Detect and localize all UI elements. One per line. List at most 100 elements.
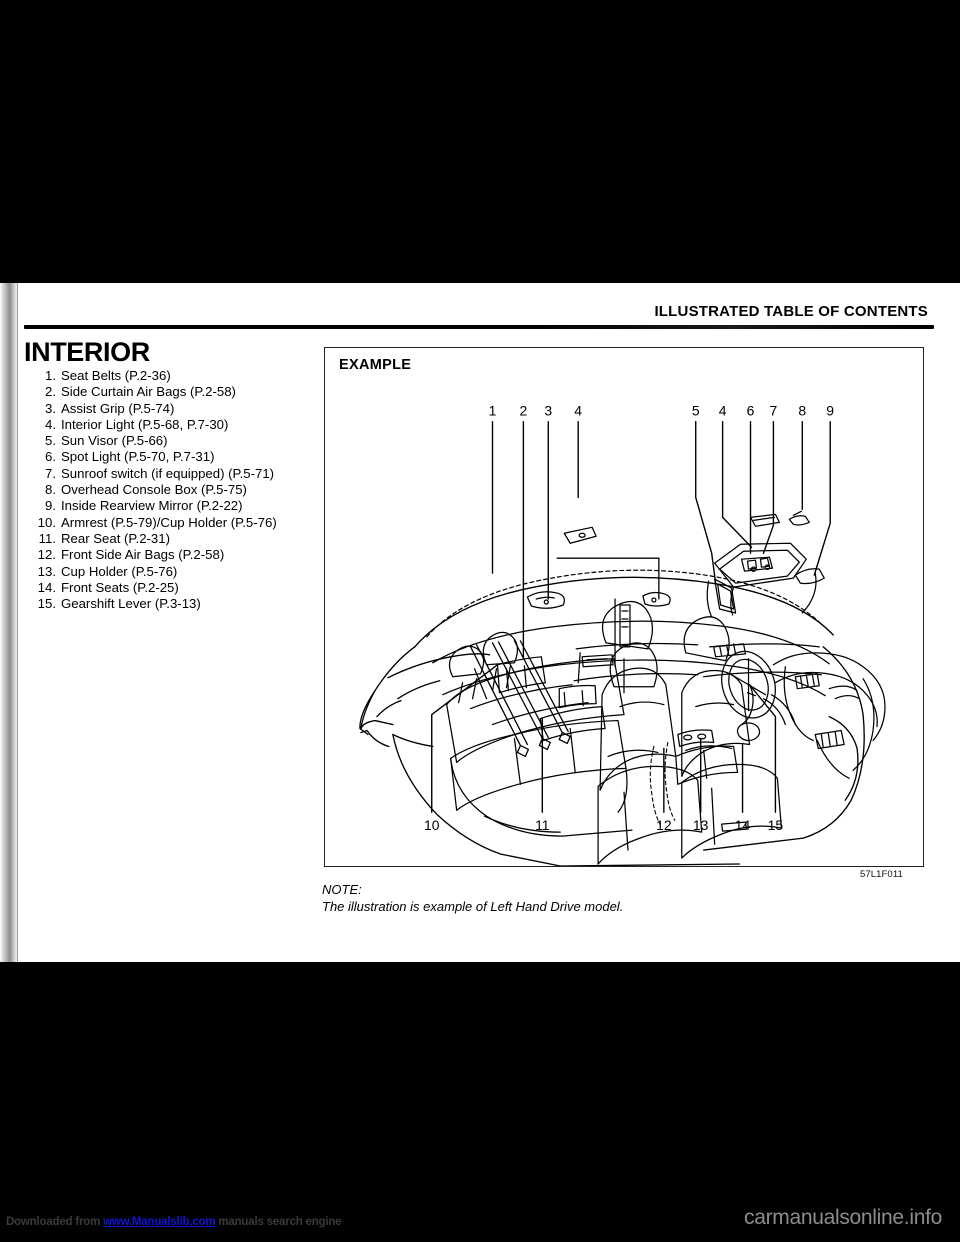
front-seats: [597, 600, 783, 865]
list-item-number: 9.: [45, 498, 56, 514]
list-item-number: 4.: [45, 416, 56, 432]
page-header-title: ILLUSTRATED TABLE OF CONTENTS: [654, 303, 928, 320]
list-item[interactable]: 7. Sunroof switch (if equipped) (P.5-71): [26, 466, 316, 482]
callout-label: 10: [424, 817, 440, 833]
figure-example-label: EXAMPLE: [339, 357, 412, 373]
callout-label: 4: [574, 403, 582, 419]
list-item[interactable]: 12. Front Side Air Bags (P.2-58): [26, 547, 316, 563]
rear-seat: [446, 631, 633, 837]
list-item[interactable]: 15. Gearshift Lever (P.3-13): [26, 596, 316, 612]
list-item-label: Sunroof switch (if equipped) (P.5-71): [61, 465, 275, 481]
figure-reference-code: 57L1F011: [860, 869, 903, 880]
callout-label: 9: [826, 403, 834, 419]
list-item-label: Seat Belts (P.2-36): [61, 368, 171, 383]
callout-label: 2: [520, 403, 528, 419]
list-item-number: 11.: [38, 530, 56, 546]
site-watermark: carmanualsonline.info: [744, 1206, 942, 1229]
interior-contents-list: 1. Seat Belts (P.2-36) 2. Side Curtain Air…: [26, 368, 316, 612]
list-item-number: 10.: [37, 514, 56, 530]
side-curtain-airbag-dashed: [426, 569, 822, 638]
callout-label: 4: [719, 403, 727, 419]
note-body: The illustration is example of Left Hand…: [322, 899, 624, 914]
list-item[interactable]: 13. Cup Holder (P.5-76): [26, 564, 316, 580]
list-item-number: 8.: [45, 482, 56, 498]
list-item-label: Front Seats (P.2-25): [61, 579, 179, 595]
front-center-console: [675, 745, 739, 785]
book-binding-edge-line: [17, 283, 18, 962]
list-item-label: Overhead Console Box (P.5-75): [61, 482, 247, 498]
list-item-number: 7.: [45, 465, 56, 481]
list-item-label: Sun Visor (P.5-66): [61, 433, 168, 449]
download-watermark: Downloaded from www.Manualslib.com manua…: [6, 1216, 342, 1228]
front-door-trim: [703, 643, 822, 678]
assist-grip-part: [563, 526, 597, 544]
callout-label: 8: [798, 403, 806, 419]
rear-door-trim-left: [573, 642, 699, 684]
list-item-number: 5.: [45, 433, 56, 449]
list-item[interactable]: 8. Overhead Console Box (P.5-75): [26, 482, 316, 498]
list-item-number: 3.: [45, 400, 56, 416]
note-label: NOTE:: [322, 882, 362, 897]
list-item[interactable]: 2. Side Curtain Air Bags (P.2-58): [26, 384, 316, 400]
list-item-number: 15.: [37, 596, 56, 612]
list-item-label: Armrest (P.5-79)/Cup Holder (P.5-76): [61, 514, 277, 530]
seat-belt-straps: [469, 640, 571, 758]
callout-label: 3: [544, 403, 552, 419]
callout-label: 13: [693, 817, 709, 833]
watermark-prefix: Downloaded from: [6, 1216, 104, 1228]
manual-page-sheet: ILLUSTRATED TABLE OF CONTENTS INTERIOR 1…: [0, 283, 960, 962]
list-item-label: Spot Light (P.5-70, P.7-31): [61, 449, 215, 465]
car-interior-illustration: 1 2 3 4 5 4 6 7 8 9 10 11 12 13 14 15: [359, 403, 886, 866]
list-item-number: 2.: [45, 384, 56, 400]
callout-label: 14: [735, 817, 751, 833]
front-dash-left-vents: [713, 643, 747, 658]
list-item-number: 13.: [37, 563, 56, 579]
headliner-bracket: [556, 557, 660, 600]
watermark-suffix: manuals search engine: [215, 1216, 342, 1228]
list-item-number: 6.: [45, 449, 56, 465]
note-block: NOTE: The illustration is example of Lef…: [322, 881, 623, 915]
list-item-label: Cup Holder (P.5-76): [61, 563, 178, 579]
roof-fittings: [526, 591, 671, 609]
example-figure-panel: EXAMPLE: [324, 347, 924, 867]
list-item[interactable]: 3. Assist Grip (P.5-74): [26, 401, 316, 417]
callout-label: 7: [770, 403, 778, 419]
list-item-label: Interior Light (P.5-68, P.7-30): [61, 416, 229, 432]
steering-wheel: [721, 650, 796, 726]
page-title: INTERIOR: [24, 337, 150, 367]
list-item[interactable]: 1. Seat Belts (P.2-36): [26, 368, 316, 384]
overhead-console-detail: [706, 510, 825, 618]
list-item[interactable]: 14. Front Seats (P.2-25): [26, 580, 316, 596]
leader-lines-top-left: [491, 421, 579, 659]
callout-label: 1: [489, 403, 497, 419]
list-item-number: 1.: [45, 368, 56, 383]
rear-center-console: [539, 684, 606, 742]
list-item-number: 12.: [37, 547, 56, 563]
list-item[interactable]: 4. Interior Light (P.5-68, P.7-30): [26, 417, 316, 433]
callout-label: 11: [535, 817, 550, 833]
list-item[interactable]: 9.Inside Rearview Mirror (P.2-22): [26, 498, 316, 514]
watermark-link[interactable]: www.Manualslib.com: [103, 1216, 216, 1228]
callout-label: 6: [747, 403, 755, 419]
leader-lines-bottom: [431, 664, 777, 813]
front-cup-holder: [677, 729, 715, 748]
front-side-airbag-dashed: [649, 741, 676, 825]
list-item[interactable]: 5. Sun Visor (P.5-66): [26, 433, 316, 449]
list-item[interactable]: 11.Rear Seat (P.2-31): [26, 531, 316, 547]
list-item[interactable]: 10. Armrest (P.5-79)/Cup Holder (P.5-76): [26, 515, 316, 531]
callout-labels: 1 2 3 4 5 4 6 7 8 9 10 11 12 13 14 15: [424, 403, 834, 833]
list-item-label: Assist Grip (P.5-74): [61, 400, 175, 416]
callout-label: 12: [656, 817, 672, 833]
list-item-label: Front Side Air Bags (P.2-58): [61, 547, 225, 563]
callout-label: 5: [692, 403, 700, 419]
rear-armrest-cup-holder: [496, 656, 546, 694]
b-pillar: [614, 598, 631, 668]
list-item-label: Side Curtain Air Bags (P.2-58): [61, 384, 236, 400]
list-item-label: Gearshift Lever (P.3-13): [61, 596, 201, 612]
list-item[interactable]: 6. Spot Light (P.5-70, P.7-31): [26, 449, 316, 465]
car-body-shell: [359, 576, 865, 866]
header-divider-rule: [24, 325, 934, 329]
dashboard: [772, 652, 886, 779]
list-item-number: 14.: [37, 579, 56, 595]
book-binding-shadow: [0, 283, 18, 962]
